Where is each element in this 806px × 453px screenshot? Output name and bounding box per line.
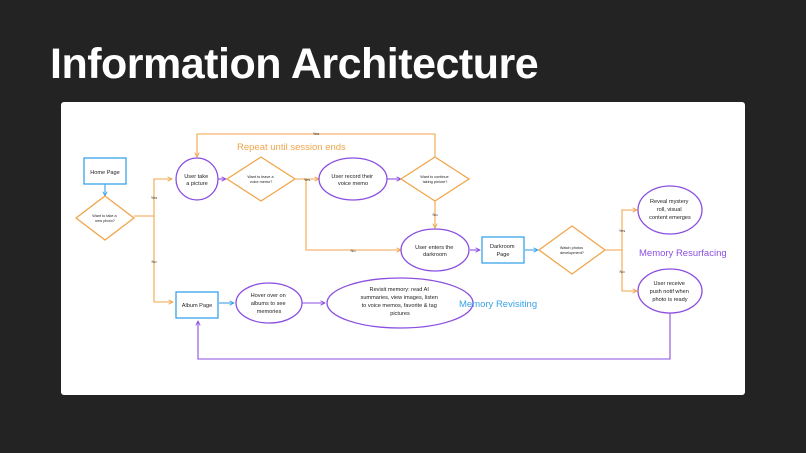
- continue-question-label: Want to continue taking picture?: [420, 175, 449, 184]
- section-label-resurfacing: Memory Resurfacing: [639, 248, 727, 259]
- edge-label-repeat-yes: Yes: [313, 131, 320, 136]
- take-picture-label: User take a picture: [184, 174, 210, 187]
- section-label-repeat: Repeat until session ends: [237, 142, 346, 153]
- diagram-canvas: Home Page Want to take a new photo? User…: [61, 102, 745, 395]
- new-photo-label: Want to take a new photo?: [92, 214, 117, 223]
- record-memo-node: [318, 157, 388, 201]
- album-page-label: Album Page: [182, 303, 212, 309]
- revisit-memory-label: Revisit memory: read AI summaries, view …: [361, 287, 440, 317]
- flowchart: Home Page Want to take a new photo? User…: [74, 131, 727, 360]
- voice-memo-question-label: Want to leave a voice memo?: [247, 175, 274, 184]
- decision-watch-dev: [537, 225, 607, 275]
- push-notif-label: User receive push notif when photo is re…: [650, 281, 691, 303]
- darkroom-page-label: Darkroom Page: [490, 244, 516, 258]
- hover-albums-node: [235, 282, 303, 324]
- enter-darkroom-node: [400, 228, 470, 272]
- edge-label-continue-no: No: [432, 212, 438, 217]
- edge-label-newphoto-yes: Yes: [151, 195, 158, 200]
- album-page-box: [175, 291, 219, 319]
- edge-label-memo-no: No: [350, 248, 356, 253]
- take-picture-node: [175, 157, 219, 201]
- decision-continue: [399, 156, 471, 202]
- edge-newphoto-no: [153, 216, 173, 302]
- record-memo-label: User record their voice memo: [331, 174, 374, 187]
- edge-label-memo-yes: Yes: [304, 177, 311, 182]
- revisit-memory-node: [326, 277, 474, 329]
- edge-label-watch-yes: Yes: [619, 228, 626, 233]
- edge-label-newphoto-no: No: [151, 259, 157, 264]
- section-label-revisiting: Memory Revisiting: [459, 299, 537, 310]
- edge-continue-yes: [197, 133, 436, 159]
- edge-watch-no: [621, 250, 637, 291]
- edge-memo-no: [305, 179, 401, 250]
- edge-label-watch-no: No: [619, 269, 625, 274]
- decision-new-photo: [74, 195, 136, 241]
- edge-watch-yes: [605, 210, 637, 251]
- reveal-roll-node: [637, 185, 703, 235]
- edge-newphoto-yes: [134, 179, 172, 217]
- darkroom-page-box: [481, 236, 525, 264]
- edge-notif-to-album: [198, 313, 671, 360]
- slide-title: Information Architecture: [50, 40, 539, 88]
- home-page-label: Home Page: [90, 170, 120, 176]
- enter-darkroom-label: User enters the darkroom: [415, 245, 455, 258]
- push-notif-node: [637, 268, 703, 314]
- watch-dev-label: Watch photos development?: [560, 246, 584, 255]
- hover-albums-label: Hover over on albums to see memories: [251, 293, 288, 315]
- home-page-box: [83, 157, 127, 185]
- reveal-roll-label: Reveal mystery roll, visual content emer…: [649, 199, 691, 221]
- decision-voice-memo: [225, 156, 297, 202]
